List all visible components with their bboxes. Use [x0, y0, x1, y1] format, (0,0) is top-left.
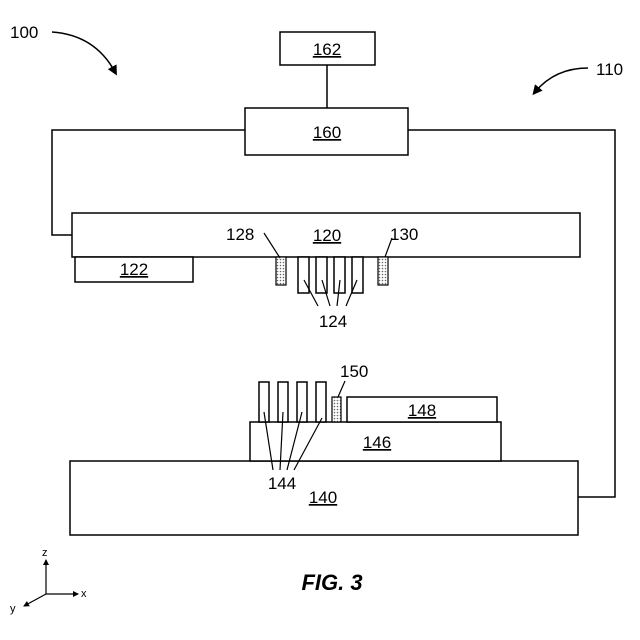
probe-124-1	[298, 257, 309, 293]
axis-label-y: y	[10, 603, 16, 615]
label-120: 120	[313, 226, 341, 245]
arrow-110	[535, 68, 588, 92]
arrow-100	[52, 32, 115, 72]
probe-144-1	[259, 382, 269, 422]
sensor-150	[332, 397, 341, 422]
label-148: 148	[408, 401, 436, 420]
label-110: 110	[596, 60, 623, 79]
axes-icon: z x y	[10, 547, 87, 615]
label-128: 128	[226, 225, 254, 244]
axis-label-z: z	[42, 547, 48, 559]
label-124: 124	[319, 312, 347, 331]
sensor-130	[378, 257, 388, 285]
label-130: 130	[390, 225, 418, 244]
label-122: 122	[120, 260, 148, 279]
sensor-128	[276, 257, 286, 285]
probe-144-3	[297, 382, 307, 422]
label-146: 146	[363, 433, 391, 452]
label-160: 160	[313, 123, 341, 142]
label-144: 144	[268, 474, 296, 493]
leader-150	[338, 381, 345, 397]
axis-label-x: x	[81, 588, 87, 600]
probe-124-2	[316, 257, 327, 293]
label-150: 150	[340, 362, 368, 381]
label-140: 140	[309, 488, 337, 507]
label-162: 162	[313, 40, 341, 59]
label-100: 100	[10, 23, 38, 42]
probe-144-4	[316, 382, 326, 422]
figure-caption: FIG. 3	[301, 570, 362, 595]
